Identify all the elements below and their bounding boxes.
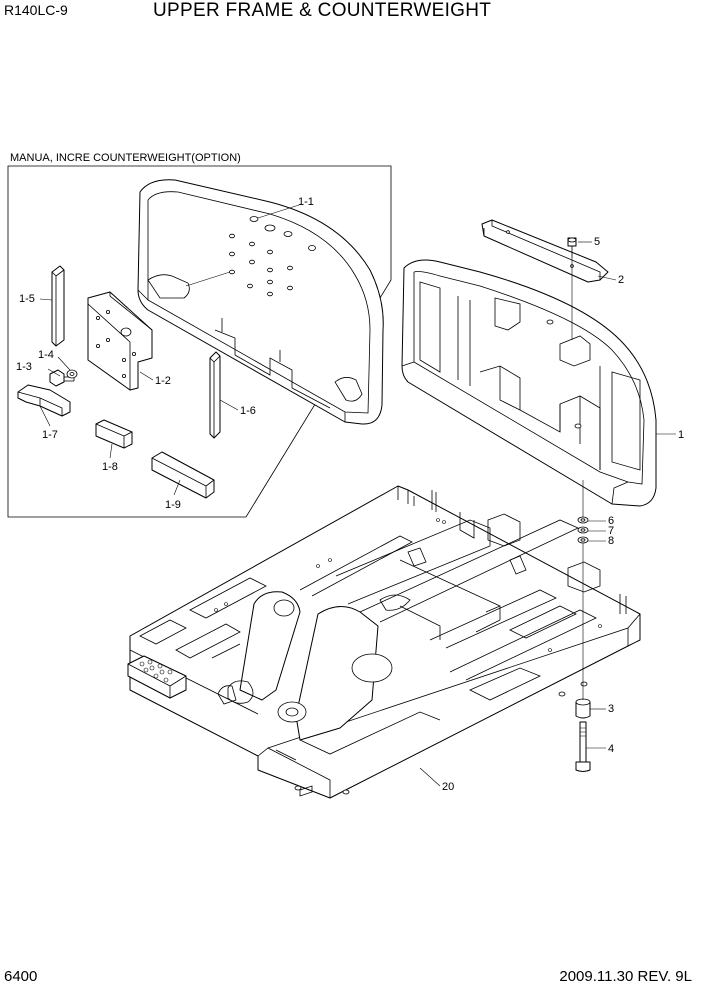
callout-1-9: 1-9 (165, 499, 181, 511)
page-number: 6400 (4, 968, 38, 985)
part-20-upper-frame (127, 485, 641, 799)
part-8-washer (577, 536, 589, 544)
option-box-caption: MANUA, INCRE COUNTERWEIGHT(OPTION) (10, 152, 241, 164)
callout-1-6: 1-6 (240, 405, 256, 417)
part-1-2-plate (87, 291, 153, 391)
callout-1: 1 (678, 429, 684, 441)
part-1-7-block (17, 384, 71, 417)
callout-1-1: 1-1 (298, 196, 314, 208)
callout-1-2: 1-2 (155, 375, 171, 387)
part-6-washer (577, 516, 589, 524)
part-7-washer (577, 526, 589, 534)
callout-7: 7 (608, 525, 614, 537)
part-1-4-washer (66, 369, 78, 379)
callout-1-8: 1-8 (102, 461, 118, 473)
part-5-bolt (567, 237, 577, 258)
part-4-bolt (575, 721, 591, 772)
callout-3: 3 (608, 703, 614, 715)
callout-20: 20 (442, 781, 454, 793)
model-code: R140LC-9 (4, 2, 68, 18)
part-1-counterweight (401, 259, 657, 507)
part-2-cover (481, 219, 609, 283)
revision-date: 2009.11.30 REV. 9L (559, 968, 692, 985)
part-1-3-bolt (49, 369, 75, 387)
part-1-6-bar (209, 351, 221, 439)
part-1-5-bar (51, 265, 65, 347)
callout-1-5: 1-5 (19, 293, 35, 305)
part-3-spacer (575, 698, 591, 719)
callout-1-4: 1-4 (38, 349, 54, 361)
callout-8: 8 (608, 535, 614, 547)
callout-4: 4 (608, 743, 614, 755)
callout-1-3: 1-3 (16, 361, 32, 373)
page-title: UPPER FRAME & COUNTERWEIGHT (153, 0, 492, 21)
callout-1-7: 1-7 (42, 429, 58, 441)
part-1-9-block (151, 451, 215, 499)
part-1-8-block (95, 419, 133, 449)
part-1-1-counterweight-plate (137, 179, 384, 425)
leader-lines (39, 204, 676, 787)
callout-2: 2 (618, 274, 624, 286)
callout-5: 5 (594, 236, 600, 248)
callout-6: 6 (608, 515, 614, 527)
